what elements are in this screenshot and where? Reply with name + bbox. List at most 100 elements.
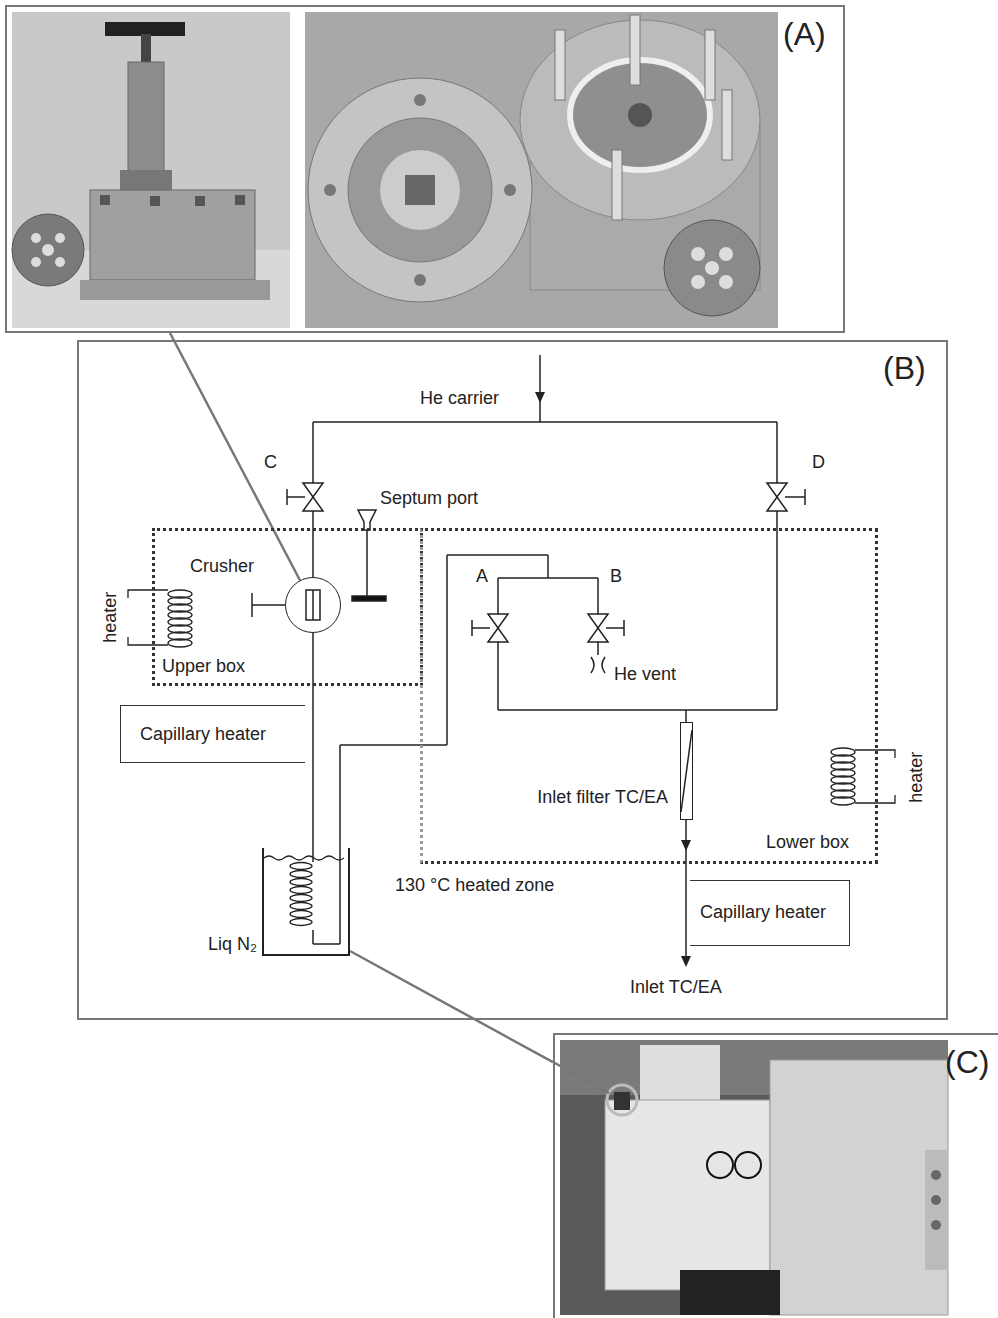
- pipe-network: [312, 930, 314, 944]
- valve-letter: A: [476, 566, 488, 587]
- setup-photo: [560, 1040, 948, 1315]
- valve-photo: [120, 170, 172, 190]
- valve-symbol: [588, 614, 608, 628]
- cold-trap-coil: [290, 911, 312, 918]
- valve-symbol: [286, 489, 288, 505]
- setup-photo: [707, 1152, 733, 1178]
- setup-photo: [605, 1100, 770, 1290]
- setup-photo: [640, 1045, 720, 1103]
- crusher-photo: [348, 118, 492, 262]
- part-label: Septum port: [380, 488, 478, 509]
- crusher-symbol: [306, 590, 320, 620]
- valve-symbol: [488, 628, 508, 642]
- valve-photo: [12, 12, 290, 328]
- valve-photo: [141, 34, 151, 64]
- leader-line: [553, 1062, 609, 1093]
- cold-trap-coil: [290, 887, 312, 894]
- part-label: He vent: [614, 664, 676, 685]
- part-label: Capillary heater: [140, 724, 266, 745]
- cold-trap-coil: [264, 856, 344, 926]
- valve-photo: [12, 12, 290, 328]
- pipe-network: [539, 355, 541, 422]
- panel-letter: (A): [783, 16, 826, 53]
- setup-photo: [735, 1152, 761, 1178]
- pipe-network: [339, 745, 341, 944]
- valve-symbol: [588, 628, 608, 642]
- valve-photo: [55, 257, 65, 267]
- valve-photo: [100, 195, 110, 205]
- heater-coil: [168, 639, 192, 647]
- crusher-photo: [705, 30, 715, 100]
- crusher-photo: [628, 103, 652, 127]
- crusher-photo: [504, 184, 516, 196]
- part-label: Liq N₂: [208, 934, 257, 955]
- pipe-network: [498, 577, 598, 579]
- septum-port: [358, 510, 376, 530]
- pipe-network: [498, 709, 777, 711]
- part-label: Crusher: [190, 556, 254, 577]
- heater-coil: [128, 590, 895, 805]
- setup-photo: [925, 1150, 948, 1270]
- cold-trap-coil: [290, 871, 312, 878]
- pipe-network: [313, 943, 340, 945]
- setup-photo: [931, 1195, 941, 1205]
- valve-photo: [31, 233, 41, 243]
- valve-photo: [150, 196, 160, 206]
- leader-line: [350, 951, 553, 1062]
- heater-coil: [128, 637, 168, 645]
- crusher-circle: Crusher: [285, 577, 341, 633]
- cold-trap-coil: [290, 895, 312, 902]
- cold-trap-coil: [264, 856, 344, 860]
- flow-label: Inlet TC/EA: [630, 977, 722, 998]
- box-label: Lower box: [766, 832, 849, 853]
- heated-box: Lower box Inlet filter TC/EA: [420, 528, 878, 864]
- valve-photo: [90, 190, 255, 280]
- valve-photo: [12, 214, 84, 286]
- filter-box: Inlet filter TC/EA: [680, 722, 693, 820]
- crusher-photo: [305, 12, 778, 328]
- valve-symbol: [606, 627, 624, 629]
- valve-symbol: [472, 627, 490, 629]
- crusher-photo: [691, 247, 705, 261]
- valve-symbol: [471, 620, 473, 636]
- pipe-network: [313, 355, 777, 960]
- pipe-network: [591, 657, 594, 673]
- pipe-network: [685, 710, 687, 722]
- cold-trap-coil: [290, 919, 312, 926]
- flow-arrow: [535, 392, 691, 967]
- heater-coil: [855, 795, 895, 803]
- crusher-photo: [664, 220, 760, 316]
- part-label: Capillary heater: [700, 902, 826, 923]
- crusher-photo: [630, 15, 640, 85]
- pipe-line: [312, 633, 314, 848]
- pipe-network: [497, 578, 499, 710]
- pipe-network: [313, 421, 777, 423]
- cold-trap-coil: [290, 863, 312, 870]
- heater-bracket: Capillary heater: [690, 880, 850, 946]
- valve-symbol: [303, 497, 323, 511]
- valve-photo: [128, 62, 164, 172]
- panel-letter: (C): [945, 1044, 989, 1081]
- valve-photo: [42, 244, 54, 256]
- heater-bracket: Capillary heater: [120, 705, 305, 763]
- crusher-symbol: [252, 604, 285, 606]
- panel-letter: (B): [883, 350, 926, 387]
- flow-arrow: [681, 840, 691, 851]
- leader-line: [553, 1062, 609, 1093]
- valve-letter: D: [812, 452, 825, 473]
- valve-letter: B: [610, 566, 622, 587]
- valve-symbol: [767, 497, 787, 511]
- crusher-photo: [719, 275, 733, 289]
- cold-trap-coil: [290, 879, 312, 886]
- flow-arrow: [681, 956, 691, 967]
- valve-symbol: [287, 496, 305, 498]
- pipe-network: [340, 744, 447, 746]
- heater-label: heater: [100, 591, 121, 642]
- valve-photo: [55, 233, 65, 243]
- heater-coil: [855, 750, 895, 758]
- valve-symbol: [767, 483, 787, 497]
- flow-label: He carrier: [420, 388, 499, 409]
- setup-photo: [614, 1092, 630, 1110]
- crusher-photo: [612, 150, 622, 220]
